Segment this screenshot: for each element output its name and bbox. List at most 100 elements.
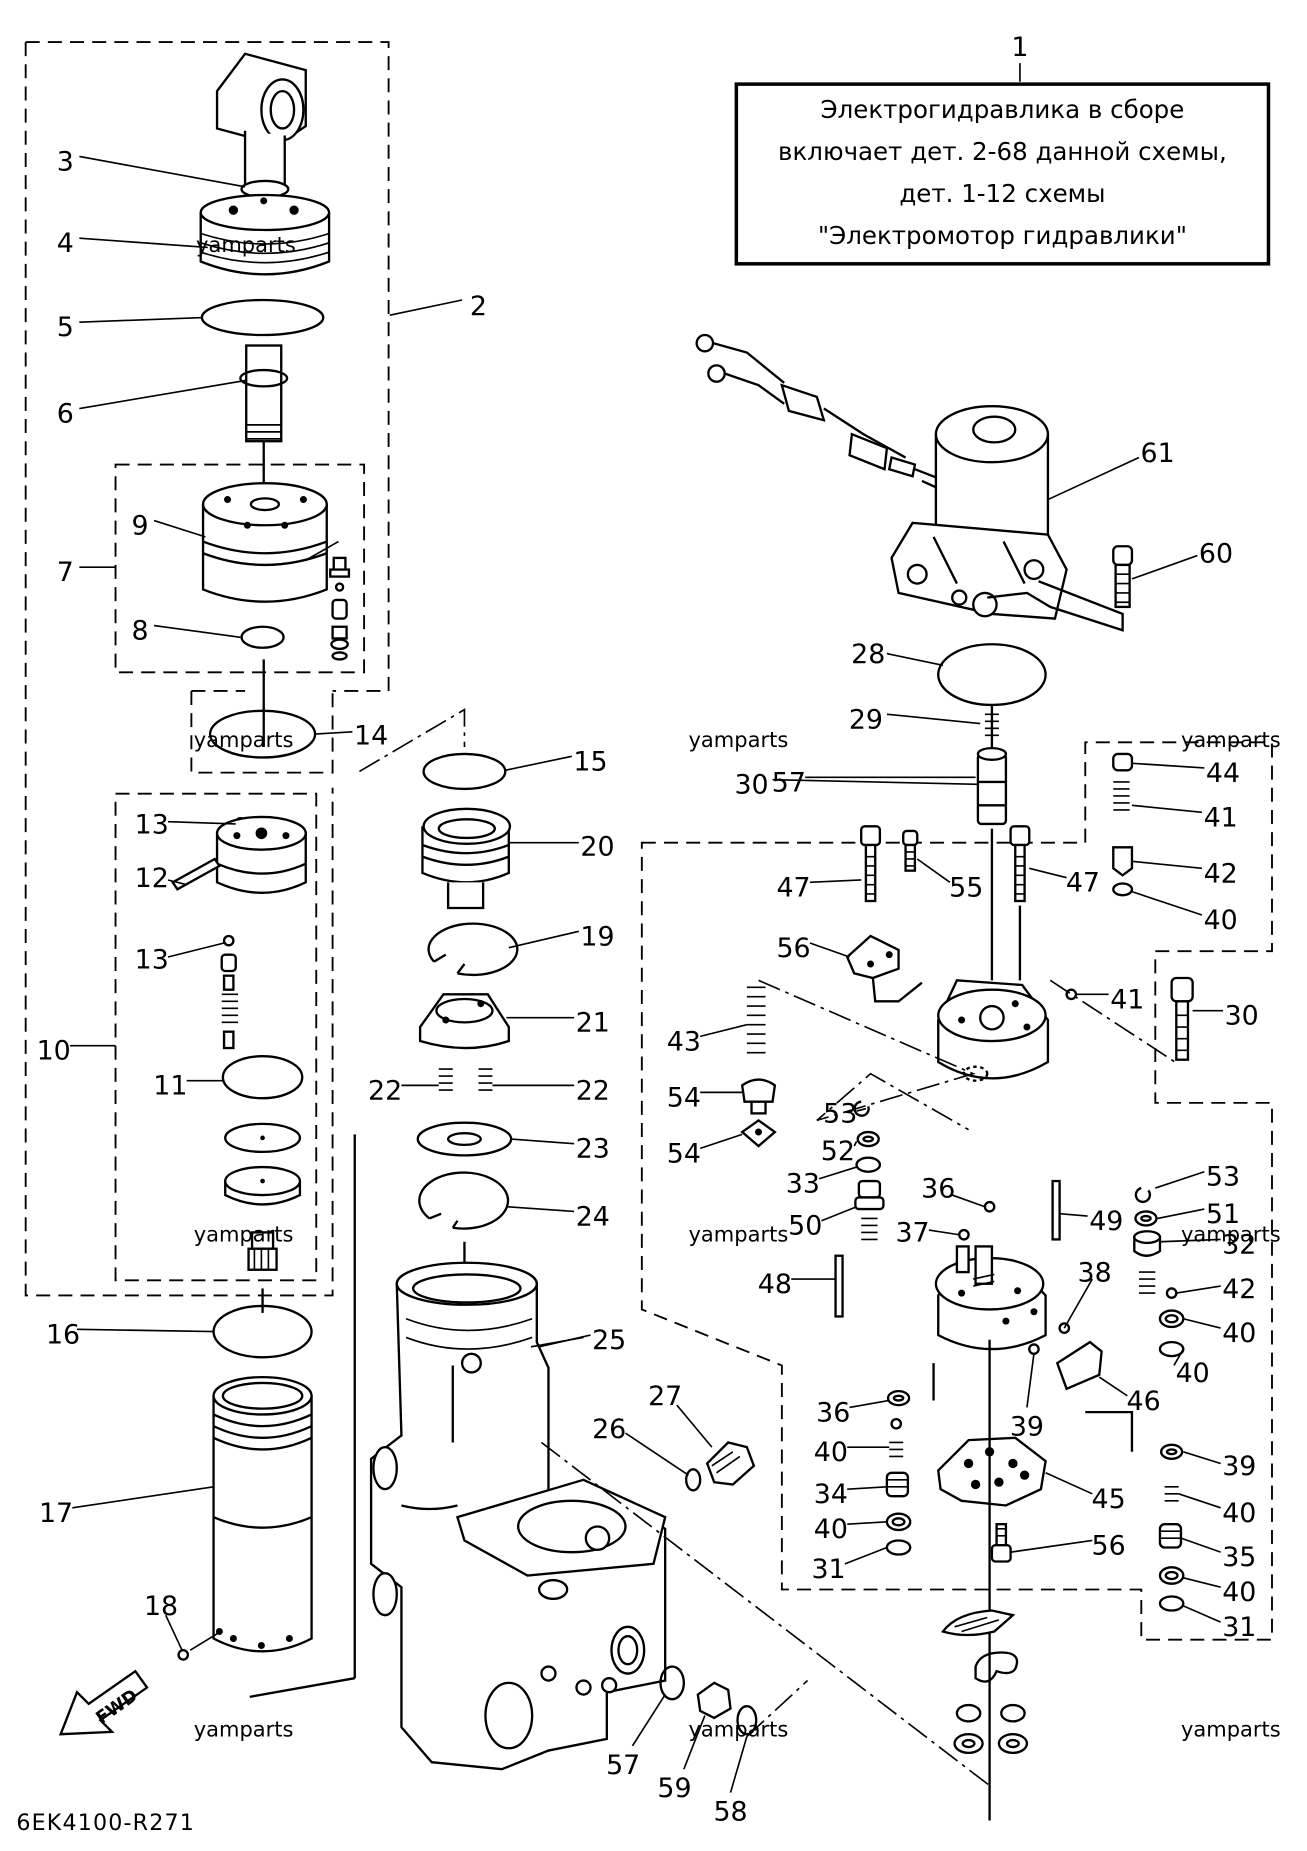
callout-number: 17 [39, 1498, 73, 1529]
callout-number: 36 [921, 1173, 955, 1204]
watermark: yamparts [689, 728, 789, 752]
callout-number: 35 [1222, 1542, 1256, 1573]
callout-number: 20 [580, 831, 614, 862]
callout-leader [79, 237, 208, 249]
watermark: yamparts [196, 233, 296, 257]
callout-leader [506, 1205, 575, 1213]
callout-leader [1182, 1605, 1221, 1623]
callout-number: 45 [1092, 1484, 1126, 1515]
callout-leader [847, 1521, 887, 1525]
assembly-groups [24, 41, 1273, 1641]
callout-leader [699, 1023, 748, 1038]
callout-leader [847, 1485, 887, 1490]
callout-leader [1183, 1317, 1221, 1329]
callout-number: 28 [851, 639, 885, 670]
note-line-1: Электрогидравлика в сборе [821, 95, 1185, 124]
watermark: yamparts [1181, 1223, 1281, 1247]
callout-number: 31 [811, 1554, 845, 1585]
callout-leader [886, 652, 944, 667]
note-line-4: "Электромотор гидравлики" [818, 221, 1187, 250]
watermark: yamparts [1181, 1718, 1281, 1742]
callout-number: 16 [46, 1319, 80, 1350]
callout-leader [538, 1334, 591, 1348]
callout-leader [951, 1194, 986, 1208]
callout-number: 21 [576, 1008, 610, 1039]
valve-block-lower [885, 1186, 1185, 1821]
callout-number: 46 [1127, 1386, 1161, 1417]
tilt-rod-assembly [199, 52, 351, 759]
callout-leader [1131, 804, 1203, 814]
forward-direction-arrow: FWD [58, 1669, 149, 1736]
callout-leader [389, 299, 463, 316]
callout-number: 27 [648, 1381, 682, 1412]
callout-number: 53 [1206, 1162, 1240, 1193]
callout-number: 4 [57, 228, 74, 259]
callout-leader [1183, 1451, 1221, 1465]
callout-number: 34 [814, 1479, 848, 1510]
callout-leader [511, 1138, 575, 1145]
callout-number: 5 [57, 312, 74, 343]
callout-leader [1045, 1472, 1093, 1495]
callout-leader [1131, 860, 1203, 870]
callout-number: 26 [592, 1414, 626, 1445]
valve-block-left-parts [740, 986, 1061, 1318]
callout-number: 53 [823, 1099, 857, 1130]
callout-leader [167, 879, 187, 886]
callout-number: 49 [1089, 1206, 1123, 1237]
callout-number: 10 [37, 1036, 71, 1067]
callout-number: 30 [1225, 1001, 1259, 1032]
callout-leader [1047, 456, 1140, 501]
callout-number: 25 [592, 1325, 626, 1356]
callout-number: 18 [144, 1591, 178, 1622]
callout-number: 23 [576, 1134, 610, 1165]
callout-leader [699, 1133, 743, 1150]
callout-number: 54 [667, 1082, 701, 1113]
callout-leader [1159, 1238, 1221, 1243]
callout-number: 56 [776, 933, 810, 964]
note-line-3: дет. 1-12 схемы [899, 179, 1105, 208]
callout-leader [79, 316, 204, 323]
callout-leader [505, 755, 572, 772]
callout-leader [853, 1141, 858, 1147]
callout-number: 47 [1066, 868, 1100, 899]
center-seal-stack [249, 708, 519, 1699]
callout-number: 58 [713, 1797, 747, 1828]
callout-number: 48 [758, 1269, 792, 1300]
callout-leader [631, 1694, 666, 1747]
callout-leader [1155, 1170, 1205, 1189]
callout-leader [818, 1166, 857, 1180]
callout-number: 57 [606, 1750, 640, 1781]
callout-leader [1098, 1376, 1128, 1397]
center-small-parts [659, 1441, 809, 1738]
tilt-cylinder [177, 1304, 313, 1661]
callout-leader [625, 1432, 689, 1476]
callout-leader [315, 730, 353, 735]
callout-leaders [70, 63, 1223, 1793]
callout-leader [729, 1736, 748, 1793]
callout-number: 54 [667, 1138, 701, 1169]
callout-leader [676, 1404, 713, 1448]
callout-number: 30 [734, 770, 768, 801]
callout-number: 19 [580, 921, 614, 952]
callout-number: 1 [1011, 32, 1028, 63]
manifold-body [369, 1261, 991, 1787]
callout-number: 22 [576, 1075, 610, 1106]
callout-number: 47 [776, 872, 810, 903]
callout-number: 42 [1222, 1274, 1256, 1305]
free-piston-assembly [171, 815, 307, 1313]
callout-number: 56 [1092, 1530, 1126, 1561]
callout-leader [164, 1614, 183, 1651]
callout-leader [153, 519, 206, 538]
watermark: yamparts [689, 1223, 789, 1247]
callout-leader [1029, 867, 1067, 879]
callout-leader [1026, 1353, 1035, 1408]
callout-number: 14 [354, 721, 388, 752]
callout-number: 41 [1204, 802, 1238, 833]
callout-leader [1131, 890, 1203, 916]
callout-leader [168, 820, 236, 825]
callout-number: 7 [57, 557, 74, 588]
callout-leader [77, 1328, 214, 1333]
callout-number: 40 [1222, 1498, 1256, 1529]
